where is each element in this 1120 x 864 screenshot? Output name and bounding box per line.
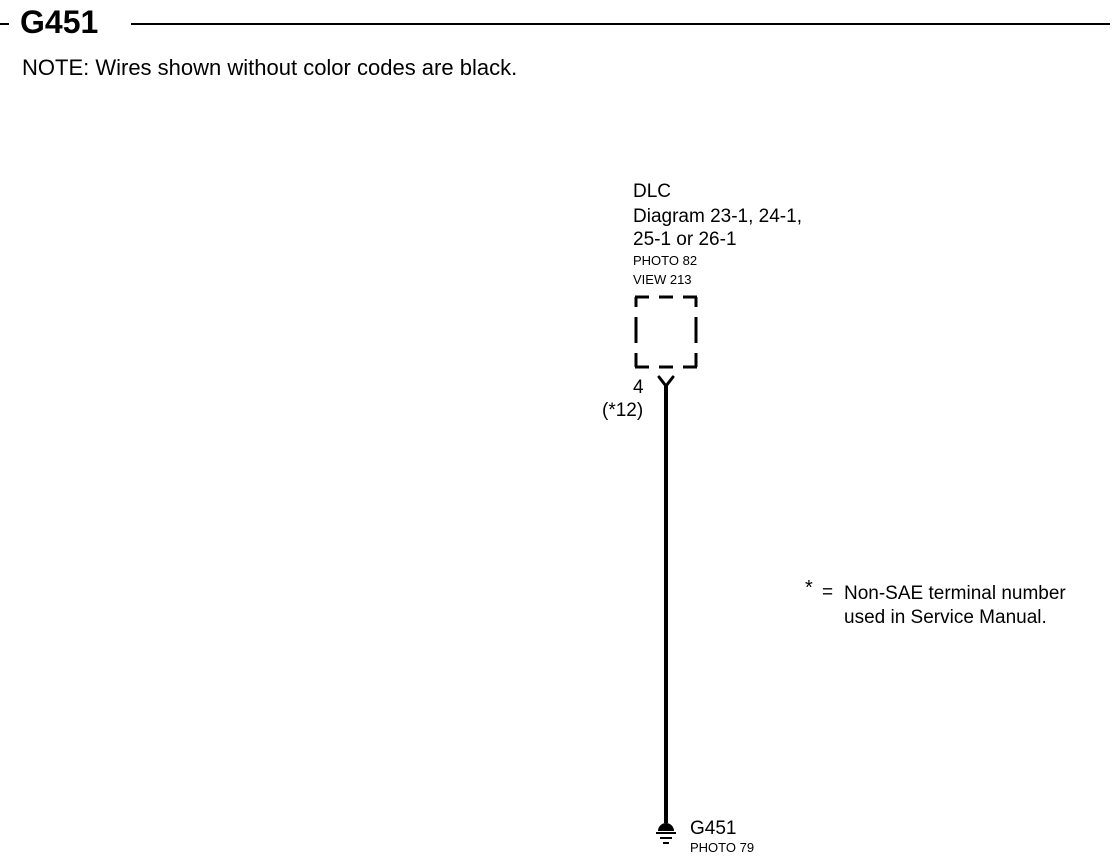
connector-view-reference: VIEW 213 [633, 272, 692, 287]
color-code-note: NOTE: Wires shown without color codes ar… [22, 55, 518, 80]
ground-photo-reference: PHOTO 79 [690, 840, 755, 855]
connector-box [634, 295, 698, 369]
ground-symbol-icon [656, 823, 676, 844]
ground-name: G451 [690, 818, 737, 839]
legend-equals: = [822, 582, 834, 603]
page-title: G451 [20, 4, 99, 40]
connector-name: DLC [633, 181, 672, 202]
connector-photo-reference: PHOTO 82 [633, 253, 698, 268]
legend-text: Non-SAE terminal number used in Service … [844, 583, 1066, 628]
legend-asterisk: * [805, 577, 813, 599]
terminal-alt-number: (*12) [602, 400, 644, 421]
terminal-number: 4 [633, 377, 644, 398]
terminal-chevron-icon [657, 375, 675, 388]
connector-diagram-reference: Diagram 23-1, 24-1, 25-1 or 26-1 [633, 206, 802, 250]
